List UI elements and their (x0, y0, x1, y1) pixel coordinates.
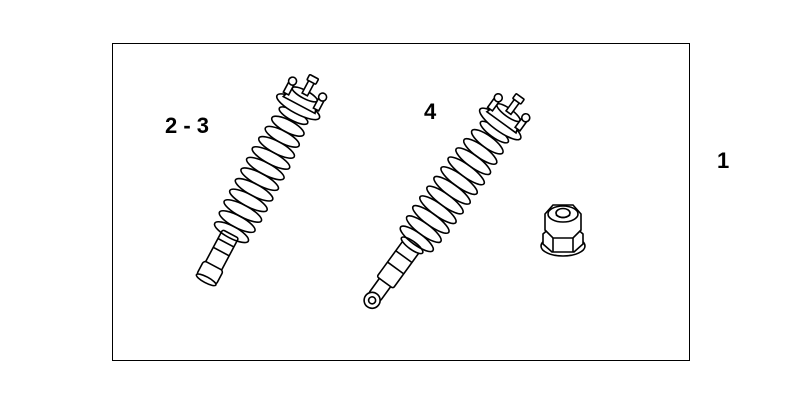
label-kit: 1 (717, 148, 730, 173)
flange-nut (541, 205, 585, 256)
front-spring (210, 101, 314, 247)
rear-spring (395, 115, 515, 257)
front-shock-absorber (184, 65, 336, 293)
label-front-shock: 2 - 3 (165, 113, 210, 138)
diagram-frame (112, 43, 690, 361)
label-rear-shock: 4 (424, 99, 437, 124)
rear-shock-absorber (347, 82, 540, 322)
